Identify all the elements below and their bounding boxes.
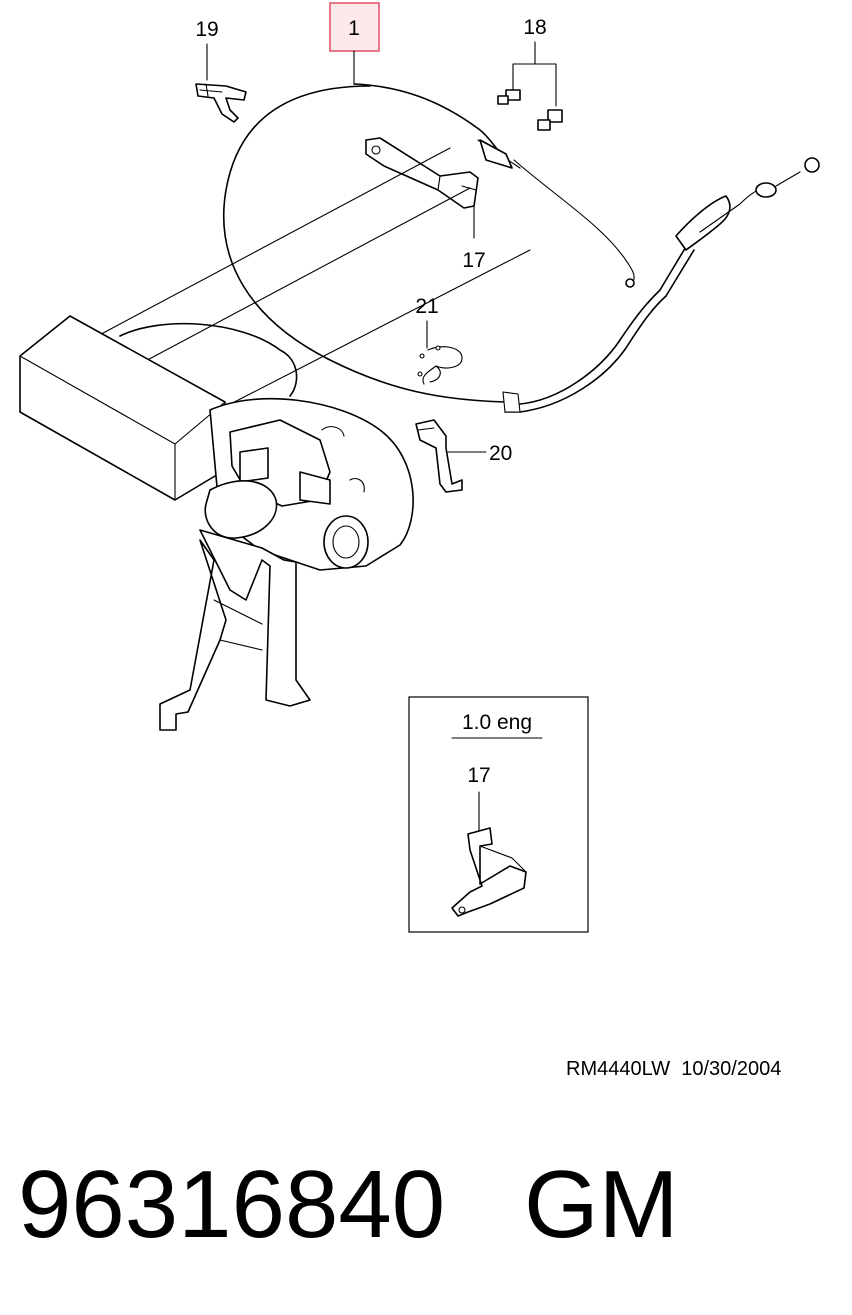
- throttle-cable-part-1: [222, 83, 820, 413]
- highlight-box-part-1: [329, 2, 380, 52]
- clip-part-20: [415, 419, 463, 493]
- callout-20[interactable]: 20: [489, 442, 512, 465]
- wire-clip-part-21: [417, 345, 463, 385]
- part-number: 96316840: [18, 1151, 446, 1258]
- callout-21[interactable]: 21: [415, 295, 438, 318]
- document-reference: RM4440LW 10/30/2004: [566, 1058, 782, 1080]
- bolt-part-18-a: [497, 89, 521, 105]
- inset-title: 1.0 eng: [462, 711, 532, 734]
- callout-18[interactable]: 18: [523, 16, 546, 39]
- engine-assembly-context: [19, 147, 531, 731]
- leader-18: [512, 41, 557, 107]
- bolt-part-18-b: [537, 109, 563, 131]
- inset-bracket-part-17: [451, 827, 527, 917]
- inset-callout-17[interactable]: 17: [467, 764, 490, 787]
- inset-1-0-eng: 1.0 eng 17: [408, 696, 589, 933]
- bracket-part-17: [365, 137, 479, 209]
- callout-1[interactable]: 1: [348, 17, 360, 40]
- part-brand: GM: [524, 1151, 679, 1258]
- clip-part-19: [195, 83, 247, 123]
- callout-19[interactable]: 19: [195, 18, 218, 41]
- callout-17[interactable]: 17: [462, 249, 485, 272]
